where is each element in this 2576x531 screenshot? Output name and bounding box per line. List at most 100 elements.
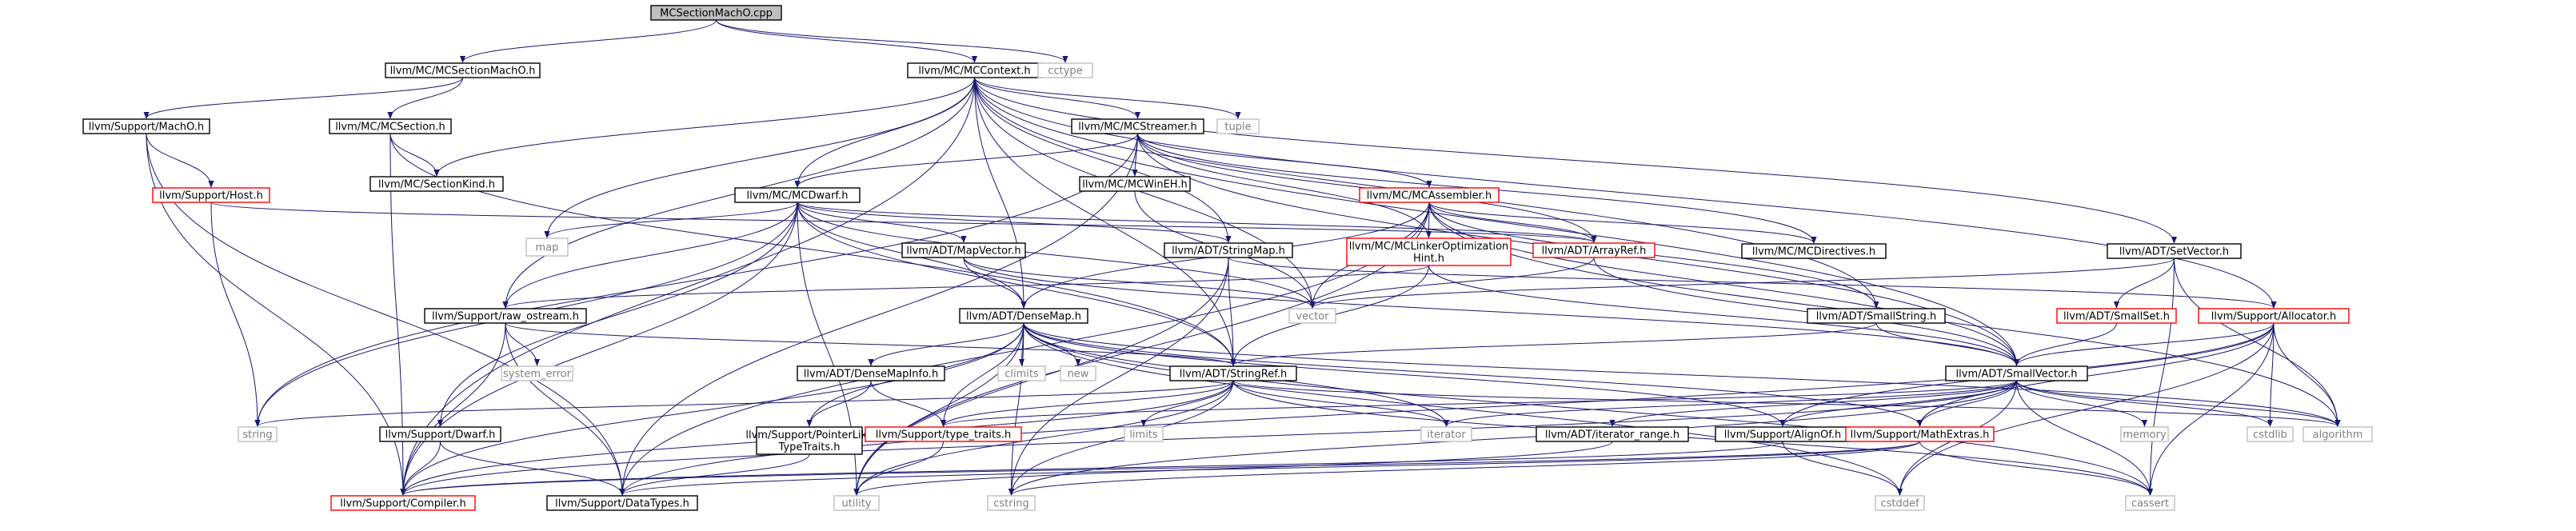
- node-box: [385, 62, 541, 78]
- node-box: [2120, 426, 2169, 442]
- node-SmallVector[interactable]: llvm/ADT/SmallVector.h: [1945, 365, 2088, 381]
- edge-DenseMap-to-cassert: [1023, 322, 2153, 496]
- edge-raw_ostream-to-StringRef: [505, 322, 1236, 366]
- node-root[interactable]: MCSectionMachO.cpp: [650, 5, 782, 21]
- node-label: llvm/MC/MCSection.h: [335, 122, 445, 134]
- node-MCAssembler[interactable]: llvm/MC/MCAssembler.h: [1359, 187, 1500, 203]
- node-MCSectionMachO[interactable]: llvm/MC/MCSectionMachO.h: [385, 62, 541, 78]
- node-Allocator[interactable]: llvm/Support/Allocator.h: [2198, 308, 2350, 324]
- edge-Host-to-string: [210, 202, 261, 427]
- node-MCContext[interactable]: llvm/MC/MCContext.h: [907, 62, 1042, 78]
- edge-Allocator-to-DataTypes: [619, 322, 2274, 496]
- node-label: algorithm: [2313, 429, 2363, 441]
- node-box: [1536, 426, 1689, 442]
- node-box: [152, 187, 270, 203]
- node-utility: utility: [833, 495, 880, 511]
- edge-type_traits-to-utility: [853, 441, 944, 496]
- node-DataTypes[interactable]: llvm/Support/DataTypes.h: [546, 495, 698, 511]
- edge-DenseMap-to-new: [1023, 322, 1081, 366]
- node-MCStreamer[interactable]: llvm/MC/MCStreamer.h: [1071, 118, 1204, 134]
- node-SetVector[interactable]: llvm/ADT/SetVector.h: [2107, 243, 2242, 259]
- edge-raw_ostream-to-DataTypes: [505, 322, 625, 496]
- node-box: [901, 242, 1026, 258]
- node-label: llvm/ADT/StringRef.h: [1180, 369, 1287, 381]
- node-label: llvm/Support/MathExtras.h: [1851, 429, 1990, 441]
- node-MCDirectives[interactable]: llvm/MC/MCDirectives.h: [1741, 243, 1887, 259]
- edge-MathExtras-to-DataTypes: [619, 441, 1920, 496]
- node-cctype: cctype: [1037, 62, 1093, 78]
- node-label: cstdlib: [2253, 429, 2287, 441]
- node-SmallString[interactable]: llvm/ADT/SmallString.h: [1807, 308, 1946, 324]
- edge-SmallVector-to-iterator_range: [1609, 380, 2017, 427]
- node-MCSection[interactable]: llvm/MC/MCSection.h: [329, 118, 452, 134]
- edge-Allocator-to-algorithm: [2273, 322, 2341, 427]
- node-MCSectionKind[interactable]: llvm/MC/SectionKind.h: [369, 176, 504, 192]
- edge-MapVector-to-DenseMap: [963, 257, 1027, 309]
- edge-SmallString-to-SmallVector: [1875, 322, 2020, 366]
- edge-StringRef-to-algorithm: [1232, 380, 2341, 427]
- node-StringRef[interactable]: llvm/ADT/StringRef.h: [1169, 365, 1297, 381]
- node-MachO[interactable]: llvm/Support/MachO.h: [82, 118, 210, 134]
- edge-Host-to-ArrayRef: [210, 202, 1597, 243]
- node-box: [1124, 426, 1164, 442]
- node-label: llvm/ADT/SmallVector.h: [1956, 369, 2078, 381]
- node-label: llvm/Support/PointerLike: [745, 429, 873, 441]
- edge-DenseMap-to-DenseMapInfo: [868, 322, 1024, 366]
- nodes-layer: MCSectionMachO.cpp llvm/MC/MCSectionMachO…: [82, 5, 2373, 511]
- edge-StringMap-to-StringRef: [1228, 257, 1236, 366]
- node-raw_ostream[interactable]: llvm/Support/raw_ostream.h: [424, 308, 587, 324]
- edge-MCContext-to-MCStreamer: [974, 77, 1141, 119]
- node-box: [369, 176, 504, 192]
- node-label: tuple: [1224, 122, 1251, 134]
- node-MathExtras[interactable]: llvm/Support/MathExtras.h: [1845, 426, 1995, 442]
- node-box: [1532, 242, 1655, 258]
- node-MCWinEH[interactable]: llvm/MC/MCWinEH.h: [1079, 176, 1191, 192]
- node-label: llvm/ADT/iterator_range.h: [1545, 429, 1679, 441]
- node-box: [865, 426, 1022, 442]
- node-MapVector[interactable]: llvm/ADT/MapVector.h: [901, 242, 1026, 258]
- node-ArrayRef[interactable]: llvm/ADT/ArrayRef.h: [1532, 242, 1655, 258]
- edge-SmallVector-to-Compiler: [400, 380, 2017, 496]
- node-AlignOf[interactable]: llvm/Support/AlignOf.h: [1715, 426, 1851, 442]
- edge-MCDwarf-to-StringMap: [797, 202, 1232, 243]
- node-type_traits[interactable]: llvm/Support/type_traits.h: [865, 426, 1022, 442]
- edge-root-to-MCSectionMachO: [459, 19, 717, 63]
- node-label: memory: [2123, 429, 2167, 441]
- node-label: llvm/ADT/DenseMap.h: [966, 311, 1081, 323]
- node-MCDwarf[interactable]: llvm/MC/MCDwarf.h: [734, 187, 861, 203]
- edge-MCContext-to-MCSectionKind: [433, 77, 975, 177]
- edge-Dwarf-to-Compiler: [400, 441, 441, 496]
- edge-StringRef-to-iterator: [1232, 380, 1450, 427]
- node-Host[interactable]: llvm/Support/Host.h: [152, 187, 270, 203]
- node-box: [2056, 308, 2177, 324]
- node-label: limits: [1129, 429, 1158, 441]
- node-label: system_error: [503, 369, 572, 381]
- edge-ArrayRef-to-SmallVector: [1593, 257, 2020, 366]
- edge-MapVector-to-SmallVector: [963, 257, 2019, 366]
- node-label: llvm/ADT/StringMap.h: [1172, 246, 1285, 258]
- node-Compiler[interactable]: llvm/Support/Compiler.h: [330, 495, 476, 511]
- edge-MCLinker-to-SmallVector: [1428, 265, 2020, 366]
- node-Dwarf[interactable]: llvm/Support/Dwarf.h: [379, 426, 501, 442]
- node-iterator_range[interactable]: llvm/ADT/iterator_range.h: [1536, 426, 1689, 442]
- node-memory: memory: [2120, 426, 2169, 442]
- node-StringMap[interactable]: llvm/ADT/StringMap.h: [1164, 242, 1293, 258]
- node-label: cstddef: [1880, 498, 1919, 510]
- node-DenseMap[interactable]: llvm/ADT/DenseMap.h: [959, 308, 1088, 324]
- node-DenseMapInfo[interactable]: llvm/ADT/DenseMapInfo.h: [797, 365, 945, 381]
- edge-SmallString-to-StringRef: [1230, 322, 1877, 366]
- node-label: llvm/Support/Host.h: [159, 190, 263, 202]
- node-climits: climits: [997, 365, 1046, 381]
- edge-SmallVector-to-cassert: [2016, 380, 2154, 496]
- edge-MathExtras-to-cstring: [1008, 441, 1920, 496]
- node-SmallSet[interactable]: llvm/ADT/SmallSet.h: [2056, 308, 2177, 324]
- edge-MCDwarf-to-Compiler: [400, 202, 798, 496]
- edge-StringRef-to-limits: [1140, 380, 1234, 427]
- edge-AlignOf-to-cstddef: [1782, 441, 1903, 496]
- edge-MCStreamer-to-MCDwarf: [794, 133, 1138, 188]
- edge-Allocator-to-cassert: [2147, 322, 2274, 496]
- edge-StringRef-to-cassert: [1232, 380, 2153, 496]
- node-box: [82, 118, 210, 134]
